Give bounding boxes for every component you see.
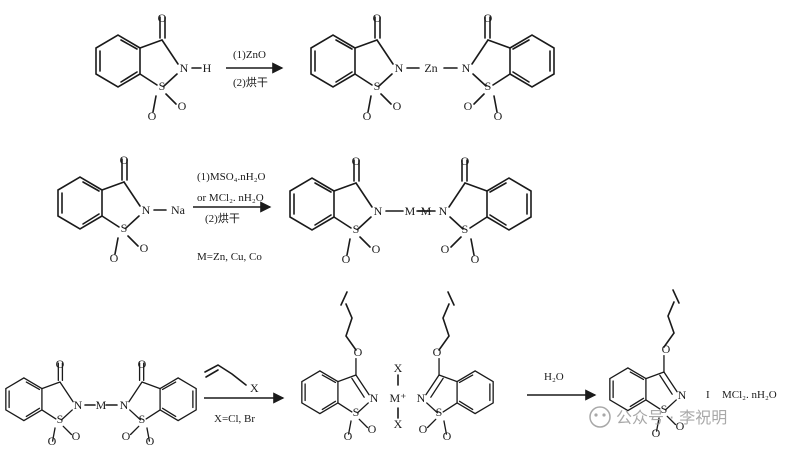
atom-label: N (678, 388, 687, 402)
atom-label: S (353, 405, 360, 419)
atom-label: S (436, 405, 443, 419)
atom-label: N (417, 391, 426, 405)
metal-saccharinate-dimer: N M N O S O O O S O O (5, 357, 196, 448)
zinc-saccharinate-molecule: N Zn N O S O O O S O O (310, 11, 554, 123)
condition-label: (1)MSO₄.nH₂O (197, 171, 266, 183)
atom-label: S (139, 412, 146, 426)
watermark: 公众号 · 李祝明 (589, 406, 727, 428)
atom-label: O (120, 153, 129, 167)
atom-label: O (662, 342, 671, 356)
atom-label: O (494, 109, 503, 123)
sodium-saccharin-molecule: N Na O S O O (57, 153, 186, 265)
atom-label: O (464, 99, 473, 113)
atom-label: O (140, 241, 149, 255)
condition-label: (1)ZnO (233, 49, 266, 61)
metal-note: M=Zn, Cu, Co (197, 251, 262, 263)
atom-label: O (443, 429, 452, 443)
condition-label: (2)烘干 (205, 211, 240, 225)
atom-label: N (74, 398, 83, 412)
atom-label: O (471, 252, 480, 266)
atom-label: X (250, 381, 259, 395)
atom-label: O (461, 154, 470, 168)
saccharin-molecule: N H O S O O (95, 11, 212, 123)
atom-label: M (421, 204, 432, 218)
atom-label: O (484, 11, 493, 25)
atom-label: O (441, 242, 450, 256)
allyloxy-metal-complex: O O N M⁺ N X X S O O S O O (301, 291, 494, 443)
atom-label: O (676, 419, 685, 433)
metal-saccharinate-molecule: N M M N O S O O O S O O (289, 154, 531, 266)
condition-label: X=Cl, Br (214, 413, 255, 425)
atom-label: O (122, 429, 131, 443)
plus-separator: I (706, 389, 710, 401)
atom-label: S (121, 221, 128, 235)
atom-label: O (146, 434, 155, 448)
watermark-text: 公众号 · 李祝明 (616, 408, 727, 427)
atom-label: O (48, 434, 57, 448)
atom-label: O (363, 109, 372, 123)
condition-label: H₂O (544, 371, 564, 383)
atom-label: M (96, 398, 107, 412)
atom-label: N (439, 204, 448, 218)
atom-label: O (344, 429, 353, 443)
atom-label: O (419, 422, 428, 436)
condition-label: (2)烘干 (233, 75, 268, 89)
atom-label: O (138, 357, 147, 371)
atom-label: S (485, 79, 492, 93)
atom-label: N (120, 398, 129, 412)
atom-label: O (342, 252, 351, 266)
atom-label: O (72, 429, 81, 443)
atom-label: O (148, 109, 157, 123)
atom-label: O (433, 345, 442, 359)
atom-label: O (352, 154, 361, 168)
atom-label: S (661, 402, 668, 416)
atom-label: S (159, 79, 166, 93)
atom-label: O (373, 11, 382, 25)
atom-label: O (354, 345, 363, 359)
atom-label: S (374, 79, 381, 93)
wechat-logo-icon (589, 406, 611, 428)
atom-label: Na (171, 203, 186, 217)
atom-label: Zn (424, 61, 437, 75)
atom-label: N (370, 391, 379, 405)
atom-label: M⁺ (389, 391, 406, 405)
atom-label: N (374, 204, 383, 218)
atom-label: O (56, 357, 65, 371)
atom-label: O (178, 99, 187, 113)
atom-label: X (394, 361, 403, 375)
atom-label: O (110, 251, 119, 265)
byproduct-label: MCl₂. nH₂O (722, 389, 777, 401)
atom-label: S (353, 222, 360, 236)
atom-label: X (394, 417, 403, 431)
atom-label: N (180, 61, 189, 75)
atom-label: N (395, 61, 404, 75)
atom-label: M (405, 204, 416, 218)
atom-label: H (203, 61, 212, 75)
atom-label: N (462, 61, 471, 75)
atom-label: O (158, 11, 167, 25)
atom-label: S (462, 222, 469, 236)
atom-label: S (57, 412, 64, 426)
atom-label: N (142, 203, 151, 217)
allyloxy-benzisothiazole-product: O N S O O (609, 289, 687, 440)
atom-label: O (368, 422, 377, 436)
condition-label: or MCl₂. nH₂O (197, 192, 264, 204)
allyl-halide-reagent: X (204, 364, 259, 395)
atom-label: O (652, 426, 661, 440)
atom-label: O (372, 242, 381, 256)
atom-label: O (393, 99, 402, 113)
